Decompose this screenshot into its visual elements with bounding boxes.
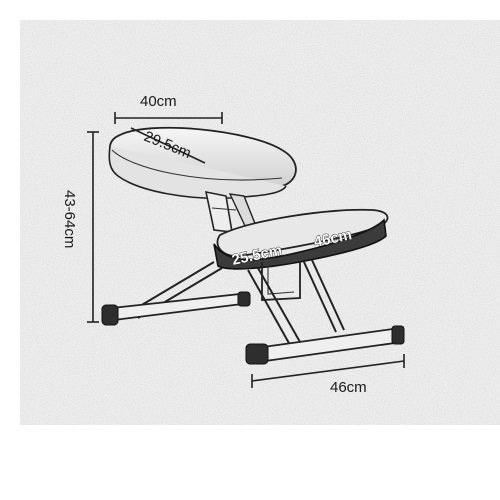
seat-cushion: 29.5cm — [108, 126, 297, 200]
knee-pad: 25.5cm 46cm — [213, 208, 389, 270]
base-width-dimension: 46cm — [251, 354, 405, 396]
rear-base — [245, 325, 405, 365]
seat-width-dimension: 40cm — [114, 93, 223, 124]
knee-pad-side — [213, 218, 387, 270]
front-right-foot — [237, 291, 251, 307]
front-base — [101, 291, 251, 326]
front-left-foot — [101, 304, 119, 326]
seat-width-label: 40cm — [140, 93, 177, 110]
rear-right-foot — [391, 325, 405, 345]
height-dimension: 43-64cm — [61, 131, 99, 323]
height-label: 43-64cm — [61, 190, 78, 248]
seat-side — [108, 145, 287, 200]
rear-left-foot — [245, 343, 269, 365]
base-width-label: 46cm — [330, 379, 367, 396]
